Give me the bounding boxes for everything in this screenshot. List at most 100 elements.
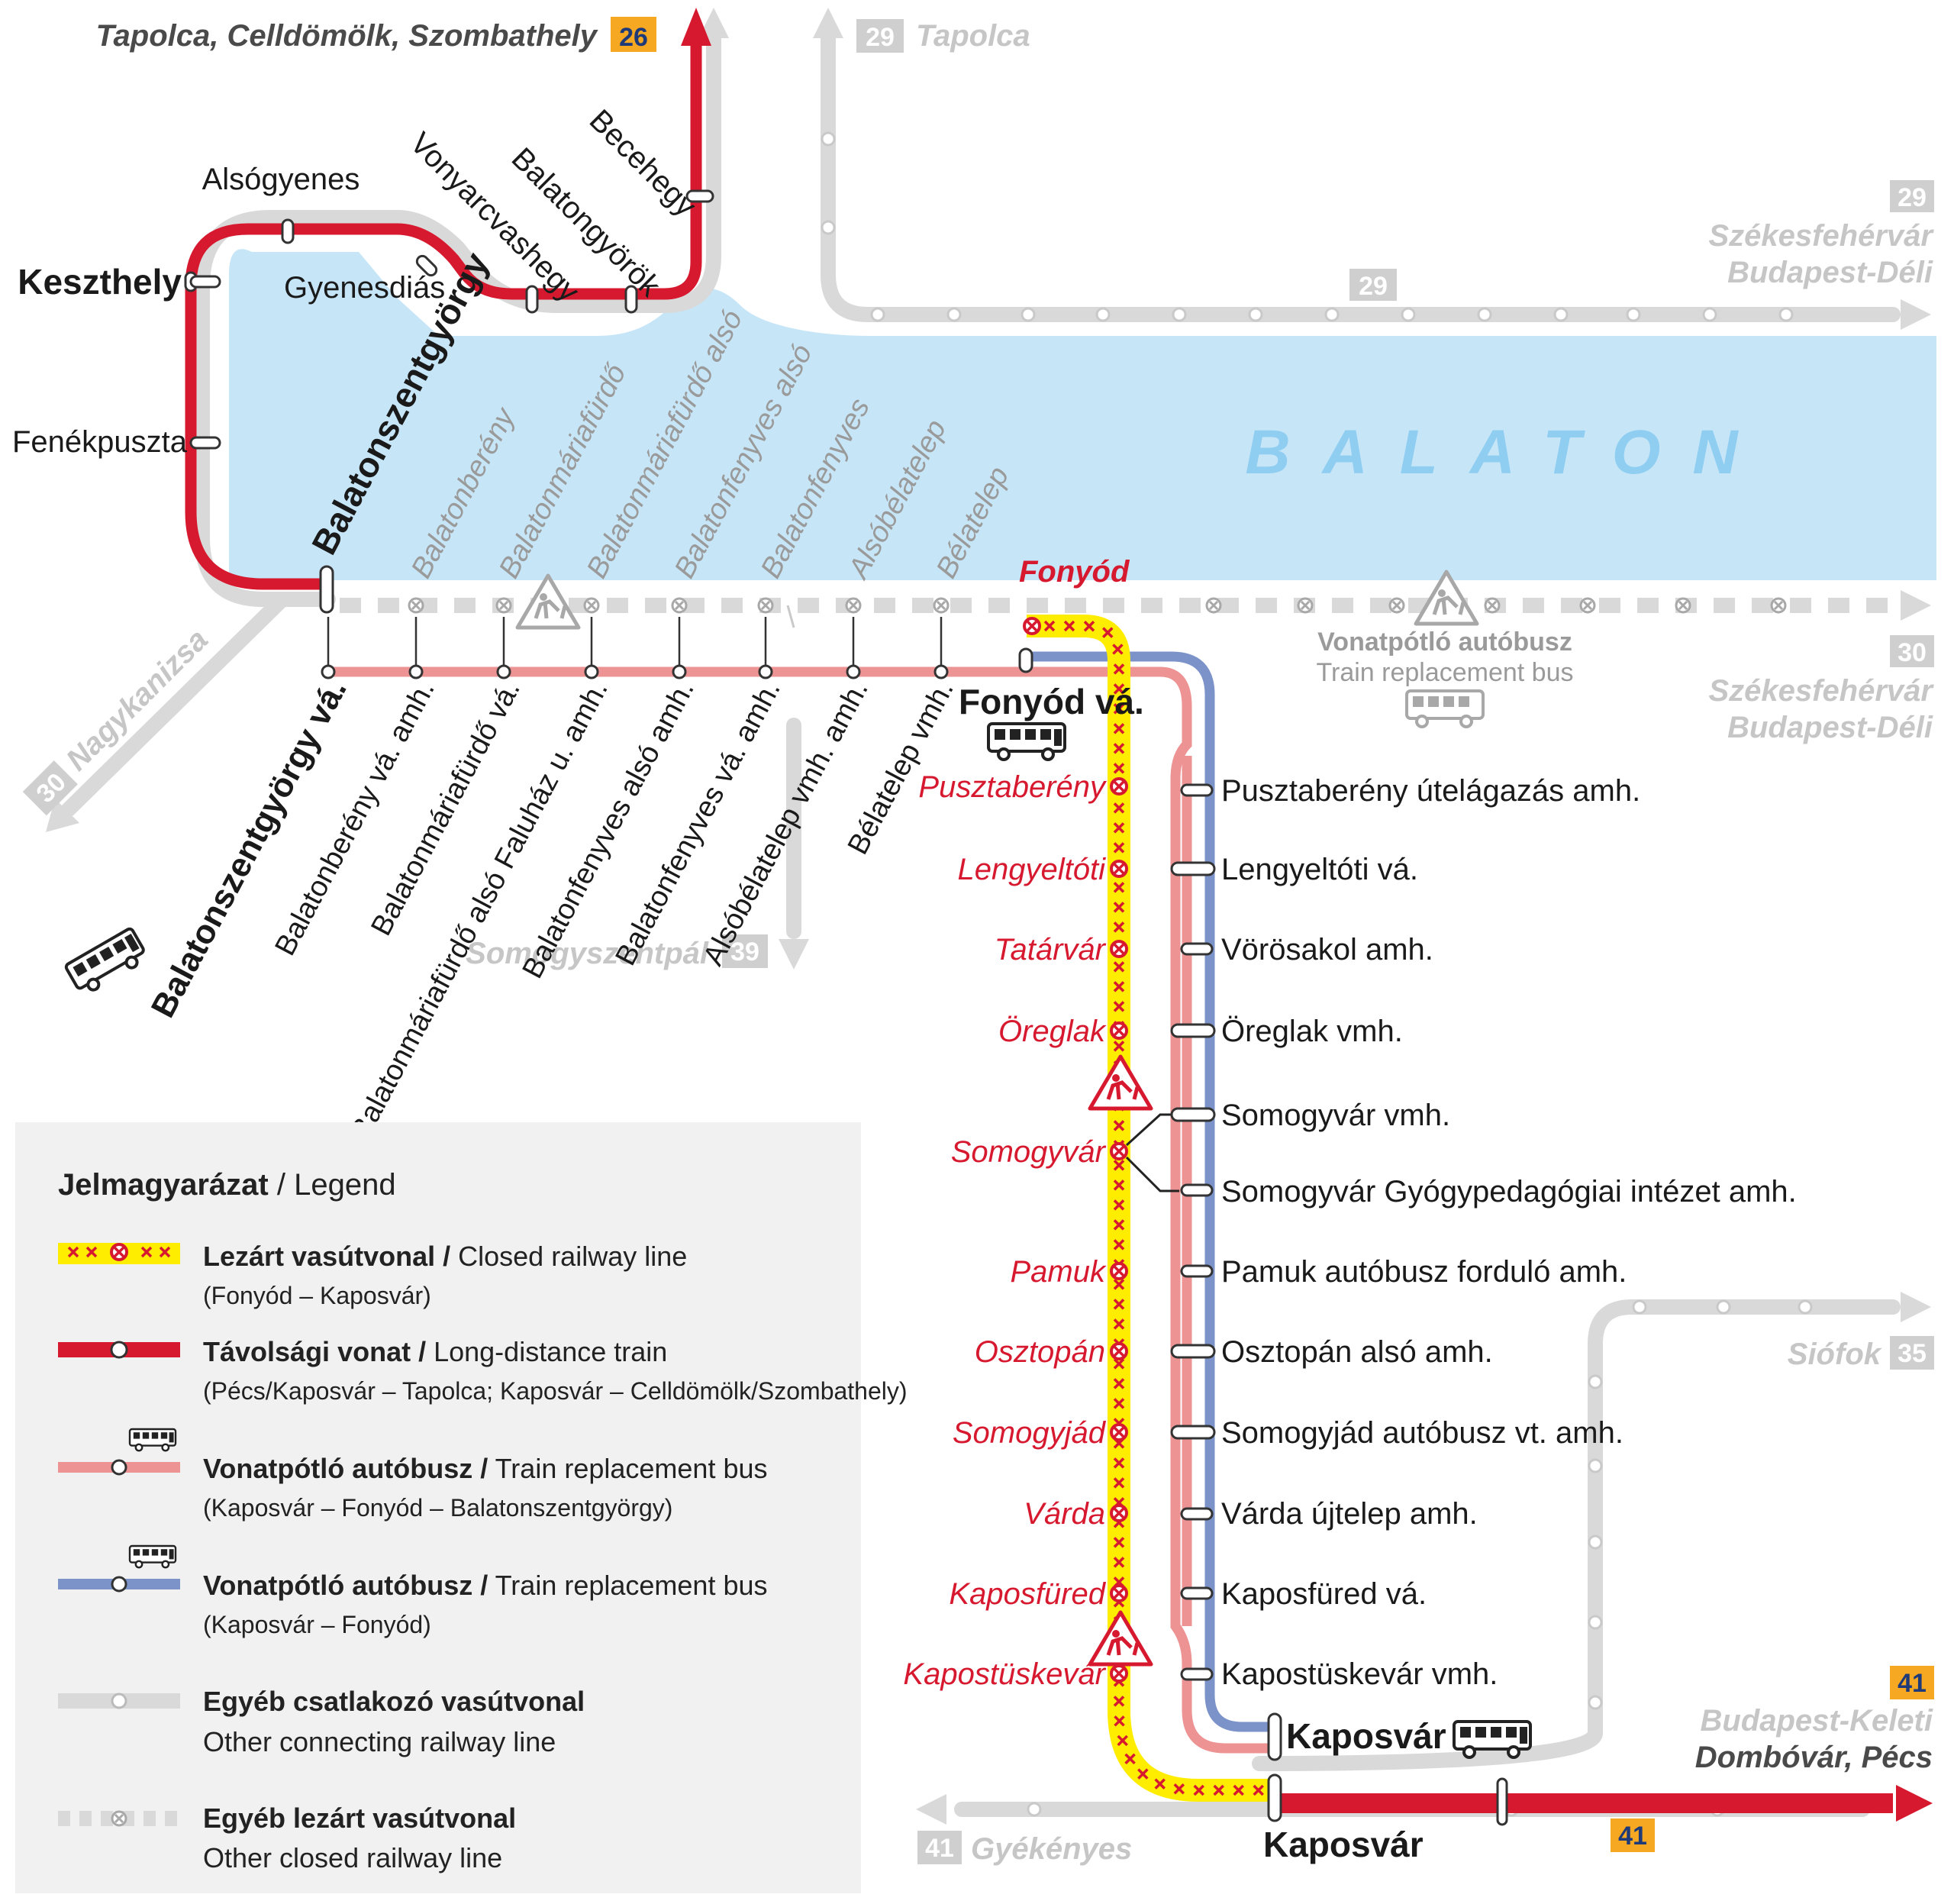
x-mark — [1113, 723, 1125, 734]
line-29-badge-mid — [1349, 269, 1397, 301]
x-mark — [1113, 981, 1125, 992]
bus-stops-west — [321, 664, 949, 679]
station-kaposvar: Kaposvár — [1263, 1825, 1424, 1864]
closed-line-fonyod-kaposvar — [1027, 615, 1276, 1802]
bus-stop-name: Vörösakol amh. — [1221, 933, 1433, 967]
bus-icon-fonyod — [987, 722, 1066, 761]
station-becehegy: Becehegy — [583, 103, 703, 223]
closed-station: Somogyvár — [951, 1135, 1107, 1169]
line-26-badge — [611, 17, 656, 52]
bus-stop-name: Somogyvár vmh. — [1221, 1099, 1450, 1132]
direction-szekesfehervar-1: Székesfehérvár — [1708, 219, 1934, 253]
legend-item-other-line: Egyéb csatlakozó vasútvonal — [203, 1686, 585, 1717]
x-mark — [1154, 1778, 1166, 1789]
line-39-badge — [722, 934, 768, 968]
bus-stop-name: Somogyvár Gyógypedagógiai intézet amh. — [1221, 1175, 1797, 1209]
x-mark — [1113, 703, 1125, 715]
x-mark — [1113, 1219, 1125, 1231]
x-mark — [1113, 1120, 1125, 1131]
x-mark — [1113, 882, 1125, 893]
station-keszthely: Keszthely — [18, 262, 182, 302]
x-mark — [1083, 621, 1095, 632]
lake-name: BALATON — [1245, 418, 1769, 487]
x-mark — [1102, 627, 1114, 638]
direction-budapest-deli-1: Budapest-Déli — [1727, 256, 1933, 289]
legend-item-replacement-red-sub: (Kaposvár – Fonyód – Balatonszentgyörgy) — [203, 1494, 672, 1522]
other-line-stations — [821, 131, 1813, 1817]
x-mark — [1173, 1783, 1185, 1795]
x-mark — [1112, 644, 1124, 655]
line-41-number-bottom: 41 — [1618, 1822, 1647, 1851]
legend-item-replacement-blue: Vonatpótló autóbusz / Train replacement … — [203, 1570, 768, 1601]
x-mark — [1137, 1768, 1149, 1780]
x-mark — [1113, 1041, 1125, 1052]
line-29-number-top: 29 — [866, 23, 895, 52]
line-30-badge-right — [1890, 635, 1934, 667]
x-mark — [1043, 620, 1056, 632]
x-mark — [1113, 921, 1125, 933]
bus-stop-name: Balatonmáriafürdő vá. — [365, 676, 527, 941]
bus-stop-fonyod-va: Fonyód vá. — [959, 682, 1144, 721]
bus-icon-grey — [1405, 689, 1485, 728]
x-mark — [1113, 1477, 1125, 1489]
svg-text:Nagykanizsa: Nagykanizsa — [60, 623, 214, 777]
line-41-badge-bottom — [1611, 1818, 1655, 1852]
x-mark — [1124, 1753, 1136, 1765]
replacement-bus-line-blue — [1027, 651, 1276, 1732]
line-35-number: 35 — [1898, 1339, 1927, 1368]
line-29-number-mid: 29 — [1359, 272, 1388, 301]
x-mark — [1113, 1180, 1125, 1191]
direction-nagykanizsa: 30 Nagykanizsa — [22, 623, 214, 816]
line-41-number-gyekenyes: 41 — [925, 1834, 954, 1863]
x-mark — [1113, 1696, 1125, 1707]
lake-balaton — [229, 249, 1936, 580]
x-mark — [1113, 961, 1125, 973]
x-mark — [1063, 620, 1075, 632]
x-mark — [1113, 802, 1125, 814]
legend-item-closed-sub: (Fonyód – Kaposvár) — [203, 1282, 431, 1309]
bus-stop-names-south: Pusztaberény útelágazás amh.Lengyeltóti … — [1221, 774, 1797, 1691]
x-mark — [1253, 1784, 1264, 1796]
bus-stop-name: Várda újtelep amh. — [1221, 1497, 1478, 1531]
x-mark — [1113, 1239, 1125, 1251]
x-mark — [1113, 902, 1125, 913]
replacement-bus-line-red — [328, 666, 1276, 1754]
closed-station: Pusztaberény — [918, 770, 1108, 804]
direction-dombovar-pecs: Dombóvár, Pécs — [1695, 1741, 1933, 1774]
line-41-number-right: 41 — [1898, 1669, 1927, 1698]
bus-stop-name: Osztopán alsó amh. — [1221, 1335, 1493, 1369]
bus-stop-name: Somogyjád autóbusz vt. amh. — [1221, 1416, 1623, 1450]
legend-item-long-distance: Távolsági vonat / Long-distance train — [203, 1336, 667, 1367]
x-mark — [1113, 1557, 1125, 1568]
legend-item-replacement-red: Vonatpótló autóbusz / Train replacement … — [203, 1453, 768, 1484]
direction-somogyszentpal: Somogyszentpál — [466, 937, 709, 970]
closed-station: Tatárvár — [995, 933, 1107, 967]
bus-stop-name: Kapostüskevár vmh. — [1221, 1657, 1498, 1691]
north-shore-station-markers — [184, 189, 1508, 1826]
line-30-number-right: 30 — [1898, 638, 1927, 667]
direction-budapest-deli-2: Budapest-Déli — [1727, 711, 1933, 744]
closed-station: Osztopán — [975, 1335, 1105, 1369]
x-mark — [1113, 1160, 1125, 1171]
line-26-number: 26 — [619, 23, 648, 52]
direction-siofok: Siófok — [1788, 1338, 1882, 1371]
bus-stop-name: Kaposfüred vá. — [1221, 1577, 1427, 1611]
line-41-badge-right — [1890, 1666, 1934, 1699]
closed-station: Várda — [1024, 1497, 1105, 1531]
legend-item-closed: Lezárt vasútvonal / Closed railway line — [203, 1241, 687, 1272]
line-35-badge — [1890, 1336, 1934, 1370]
x-mark — [1113, 1358, 1125, 1370]
closed-station: Somogyjád — [953, 1416, 1107, 1450]
x-mark — [1113, 1299, 1125, 1310]
line-29-badge-top — [856, 19, 904, 53]
direction-gyekenyes: Gyékényes — [971, 1832, 1132, 1866]
closed-south-stations: PusztaberényLengyeltótiTatárvárÖreglakSo… — [903, 770, 1108, 1691]
closed-station: Lengyeltóti — [958, 853, 1107, 886]
bus-stop-name: Pamuk autóbusz forduló amh. — [1221, 1255, 1627, 1289]
closed-station: Kaposfüred — [949, 1577, 1106, 1611]
closed-station: Kapostüskevár — [903, 1657, 1106, 1691]
legend-item-other-line-sub: Other connecting railway line — [203, 1726, 556, 1757]
bus-icon-balatonszentgyorgy — [63, 926, 151, 999]
bus-stop-name: Lengyeltóti vá. — [1221, 853, 1418, 886]
